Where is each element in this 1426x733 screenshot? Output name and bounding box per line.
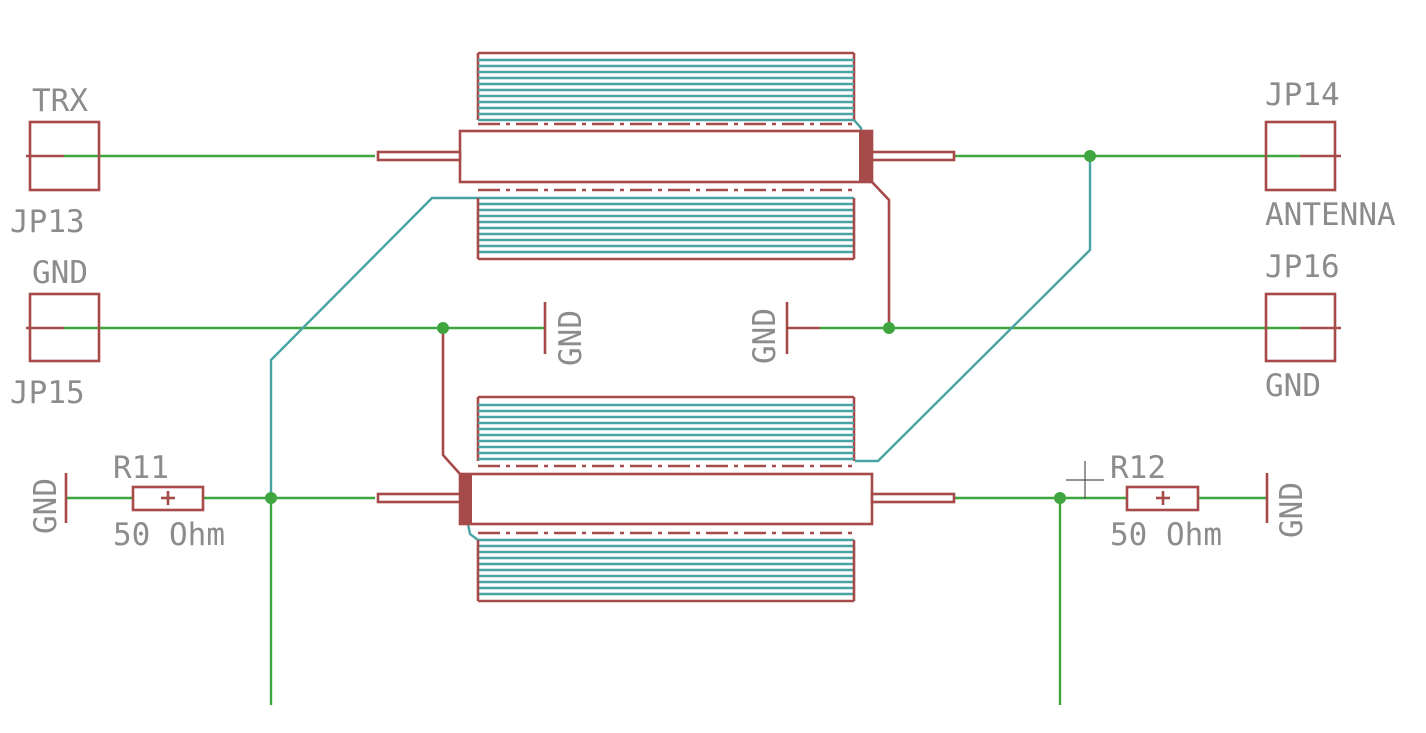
label-jp14-value: ANTENNA <box>1265 197 1396 233</box>
label-r12-name: R12 <box>1110 450 1166 486</box>
junction-gnd-left[interactable] <box>437 322 449 334</box>
label-r12-value: 50 Ohm <box>1110 517 1222 553</box>
label-gnd-mid-left: GND <box>553 310 589 366</box>
nets <box>64 154 1300 705</box>
shield-wire-top[interactable] <box>871 181 891 328</box>
junction-left-bottom[interactable] <box>265 492 277 504</box>
net-teal-right[interactable] <box>855 156 1092 463</box>
jumper-jp14[interactable] <box>1264 120 1341 192</box>
coax-bottom-lead-right <box>870 492 956 504</box>
shield-wire-bottom[interactable] <box>441 328 461 475</box>
junction-right-bottom[interactable] <box>1054 492 1066 504</box>
label-jp14-name: JP14 <box>1265 77 1340 113</box>
origin-cross-icon <box>1066 461 1104 499</box>
coax-top-lead-right <box>870 150 956 162</box>
label-jp16-name: JP16 <box>1265 249 1340 285</box>
junction-antenna[interactable] <box>1084 150 1096 162</box>
coax-bottom-lead-left <box>376 492 462 504</box>
transformer-top[interactable] <box>376 51 956 261</box>
transformer-bottom[interactable] <box>376 395 956 603</box>
coax-top-shield-pad <box>859 131 872 182</box>
label-jp15-value: GND <box>32 255 88 291</box>
junction-gnd-right[interactable] <box>883 322 895 334</box>
resistor-r12[interactable] <box>1125 485 1200 512</box>
coax-top-lead-left <box>376 150 462 162</box>
label-jp15-name: JP15 <box>10 375 85 411</box>
teal-nets <box>269 119 1092 541</box>
label-gnd-r11: GND <box>28 478 64 534</box>
winding-top-lower <box>476 188 856 261</box>
coax-bottom-body <box>458 472 874 526</box>
label-jp13-value: TRX <box>32 83 88 119</box>
label-jp16-value: GND <box>1265 368 1321 404</box>
label-jp13-name: JP13 <box>10 204 85 240</box>
resistor-r11[interactable] <box>131 485 205 512</box>
label-r11-name: R11 <box>113 450 169 486</box>
jumper-jp13[interactable] <box>26 120 101 192</box>
junctions <box>265 150 1096 504</box>
coax-top-body <box>458 129 874 184</box>
winding-bottom-lower <box>476 531 856 603</box>
label-gnd-mid-right: GND <box>747 308 783 364</box>
label-r11-value: 50 Ohm <box>113 517 225 553</box>
jumper-jp16[interactable] <box>1264 292 1341 363</box>
coax-bottom-shield-pad <box>460 474 472 524</box>
jumper-jp15[interactable] <box>26 292 101 363</box>
winding-bottom-upper <box>476 395 856 468</box>
winding-top-upper <box>476 51 856 126</box>
label-gnd-r12: GND <box>1274 482 1310 538</box>
net-teal-bottom-tap[interactable] <box>466 523 479 541</box>
net-teal-left[interactable] <box>269 196 478 498</box>
